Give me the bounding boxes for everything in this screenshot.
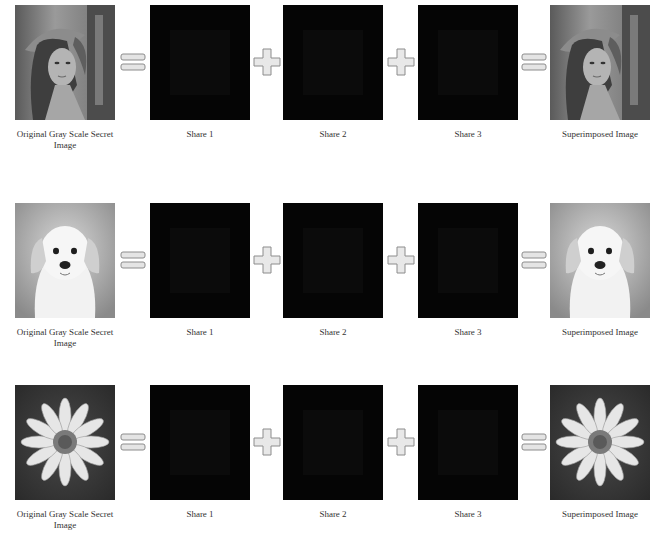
- superimposed-image-tile: Superimposed Image: [550, 203, 650, 340]
- image-caption: Original Gray Scale Secret Image: [15, 129, 115, 151]
- image-caption: Superimposed Image: [550, 129, 650, 140]
- image-caption: Original Gray Scale Secret Image: [15, 509, 115, 531]
- share-tile: Share 2: [283, 203, 383, 340]
- image-caption: Share 3: [418, 509, 518, 520]
- image-caption: Share 2: [283, 129, 383, 140]
- row-3-pictures: [15, 385, 650, 500]
- image-caption: Share 1: [150, 129, 250, 140]
- secret-image-tile: Original Gray Scale Secret Image: [15, 203, 115, 351]
- secret-image-tile: Original Gray Scale Secret Image: [15, 5, 115, 153]
- image-caption: Share 1: [150, 509, 250, 520]
- image-caption: Share 2: [283, 327, 383, 338]
- image-caption: Superimposed Image: [550, 509, 650, 520]
- image-caption: Original Gray Scale Secret Image: [15, 327, 115, 349]
- share-tile: Share 1: [150, 203, 250, 340]
- share-tile: Share 1: [150, 5, 250, 142]
- share-tile: Share 3: [418, 5, 518, 142]
- share-tile: Share 3: [418, 385, 518, 522]
- share-tile: Share 2: [283, 5, 383, 142]
- secret-image-tile: Original Gray Scale Secret Image: [15, 385, 115, 533]
- image-caption: Superimposed Image: [550, 327, 650, 338]
- share-tile: Share 2: [283, 385, 383, 522]
- image-caption: Share 1: [150, 327, 250, 338]
- row-2-pictures: [15, 203, 650, 318]
- image-caption: Share 3: [418, 129, 518, 140]
- image-caption: Share 2: [283, 509, 383, 520]
- superimposed-image-tile: Superimposed Image: [550, 5, 650, 142]
- superimposed-image-tile: Superimposed Image: [550, 385, 650, 522]
- image-caption: Share 3: [418, 327, 518, 338]
- share-tile: Share 3: [418, 203, 518, 340]
- share-tile: Share 1: [150, 385, 250, 522]
- row-1-pictures: [15, 5, 650, 120]
